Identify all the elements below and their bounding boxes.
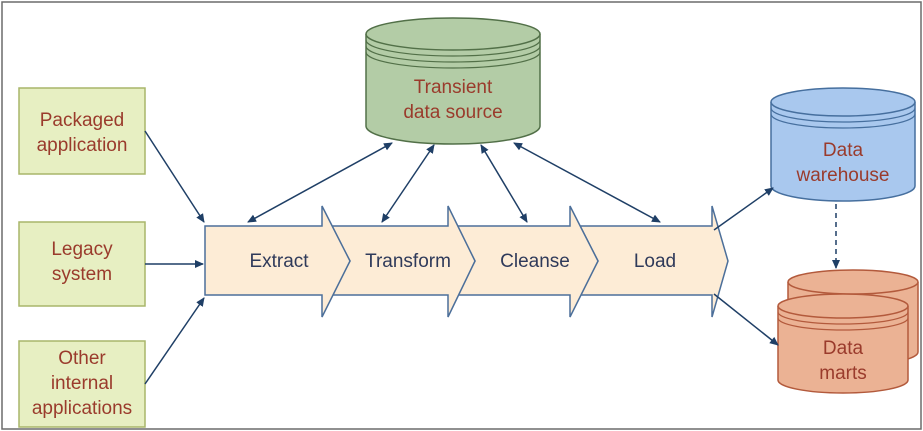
arrow-load-to-marts xyxy=(713,293,779,346)
source-label-line: applications xyxy=(32,398,132,419)
stage-label-transform: Transform xyxy=(365,251,451,272)
marts-label-line: Data xyxy=(823,338,864,359)
transient-data-source-cylinder: Transient data source xyxy=(365,17,541,145)
stage-extract xyxy=(204,205,351,318)
stage-label-extract: Extract xyxy=(249,251,309,272)
source-label-line: system xyxy=(52,264,112,285)
arrow-extract-transient xyxy=(247,142,393,223)
source-label-line: Packaged xyxy=(40,110,125,131)
data-warehouse-cylinder: Data warehouse xyxy=(770,87,916,202)
warehouse-label-line: warehouse xyxy=(796,165,890,186)
data-marts-cylinders: Data marts xyxy=(777,269,919,394)
source-label-line: internal xyxy=(51,373,113,394)
source-label-line: Legacy xyxy=(51,239,113,260)
arrow-other-to-extract xyxy=(144,297,205,385)
arrow-transform-transient xyxy=(381,144,435,223)
transient-label-line: Transient xyxy=(414,77,493,98)
marts-label-line: marts xyxy=(819,363,867,384)
source-label-line: Other xyxy=(58,348,106,369)
transient-label-line: data source xyxy=(403,102,502,123)
arrow-load-transient xyxy=(513,142,661,223)
source-other-internal-applications: Other internal applications xyxy=(18,340,146,428)
source-legacy-system: Legacy system xyxy=(18,221,146,307)
arrow-packaged-to-extract xyxy=(144,130,205,223)
source-label-line: application xyxy=(37,135,128,156)
arrow-load-to-warehouse xyxy=(713,187,774,231)
stage-label-load: Load xyxy=(634,251,676,272)
warehouse-label-line: Data xyxy=(823,140,864,161)
stage-label-cleanse: Cleanse xyxy=(500,251,570,272)
source-packaged-application: Packaged application xyxy=(18,87,146,175)
